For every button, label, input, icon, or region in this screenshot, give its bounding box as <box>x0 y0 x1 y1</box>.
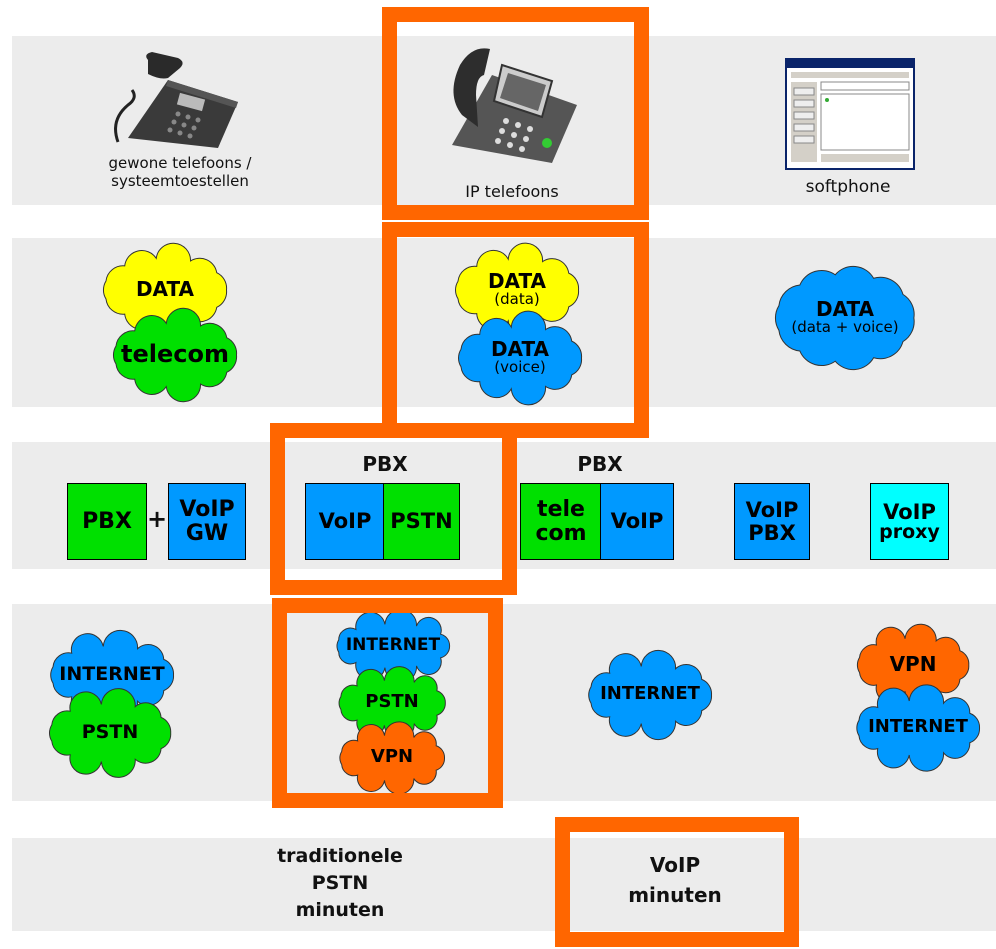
cloud-internet-4-shape <box>856 684 981 772</box>
softphone-window-icon <box>785 58 915 170</box>
traditional-minutes-line1: traditionele <box>277 845 403 867</box>
cloud-internet-2-text-1: INTERNET <box>345 634 441 655</box>
cloud-pstn-2-text-1: PSTN <box>365 691 419 713</box>
cloud-voice-2-shape <box>458 310 583 406</box>
cloud-telecom-1-shape <box>112 307 238 403</box>
cloud-voice-2-text-2: (voice) <box>494 357 546 376</box>
voip-half-b: VoIP <box>600 483 674 560</box>
cloud-telecom-1-label: telecom <box>100 339 250 368</box>
cloud-internet-2-shape <box>336 608 451 684</box>
cloud-pstn-1-text-1: PSTN <box>81 720 139 743</box>
voip-pbx-line2: PBX <box>748 520 796 545</box>
highlight-data-voice-network <box>382 222 649 438</box>
voip-half-a-label: VoIP <box>318 509 372 534</box>
cloud-data-voice-3-text-1: DATA <box>815 296 875 321</box>
traditional-minutes-line3: minuten <box>295 899 385 921</box>
cloud-vpn-2-shape <box>339 721 445 795</box>
cloud-data-voice-3-text-2: (data + voice) <box>791 317 899 336</box>
band-minutes <box>12 838 996 931</box>
cloud-pstn-2-shape <box>338 666 446 740</box>
voip-minutes-label: VoIP minuten <box>575 850 775 910</box>
voip-proxy-box: VoIP proxy <box>870 483 949 560</box>
cloud-pstn-1-shape <box>48 688 172 778</box>
desk-phone-label-line1: gewone telefoons / <box>108 154 252 172</box>
plus-sign: + <box>146 505 168 533</box>
cloud-data-voice-3-shape <box>775 265 915 371</box>
pbx-box-label: PBX <box>82 508 132 534</box>
cloud-internet-4-label: INTERNET <box>843 716 993 738</box>
voip-gw-line2: GW <box>185 520 229 546</box>
cloud-voice-2-label: DATA(voice) <box>445 336 595 376</box>
cloud-internet-4-text-1: INTERNET <box>868 716 968 738</box>
desk-phone-icon <box>114 52 238 148</box>
voip-half-b-label: VoIP <box>610 509 664 534</box>
telecom-half-b: tele com <box>520 483 602 560</box>
desk-phone-label-line2: systeemtoestellen <box>111 172 249 190</box>
cloud-data-1-text-1: DATA <box>135 277 195 301</box>
desk-phone-label: gewone telefoons / systeemtoestellen <box>60 154 300 190</box>
voip-pbx-line1: VoIP <box>745 498 799 523</box>
cloud-pstn-1-label: PSTN <box>36 720 184 743</box>
cloud-vpn-2-label: VPN <box>328 746 456 768</box>
voip-proxy-line2: proxy <box>879 520 940 543</box>
cloud-internet-3-label: INTERNET <box>575 683 725 705</box>
pstn-half-a: PSTN <box>383 483 460 560</box>
telecom-half-b-line2: com <box>535 520 587 546</box>
highlight-carrier-mix <box>272 598 503 808</box>
cloud-telecom-1-text-1: telecom <box>121 339 229 368</box>
cloud-data-2-text-1: DATA <box>487 268 547 293</box>
traditional-minutes-line2: PSTN <box>311 872 369 894</box>
pstn-half-a-label: PSTN <box>390 509 453 534</box>
ip-phone-label: IP telefoons <box>465 182 559 201</box>
cloud-vpn-2-text-1: VPN <box>370 746 414 768</box>
voip-gw-box: VoIP GW <box>168 483 246 560</box>
pbx-title-a: PBX <box>362 452 408 476</box>
cloud-data-2-label: DATA(data) <box>442 268 592 308</box>
voip-minutes-line1: VoIP <box>649 853 701 877</box>
softphone-label: softphone <box>805 177 891 197</box>
cloud-vpn-4-text-1: VPN <box>889 652 937 676</box>
pbx-title-b: PBX <box>577 452 623 476</box>
cloud-pstn-2-label: PSTN <box>327 691 457 713</box>
cloud-voice-2-text-1: DATA <box>490 336 550 361</box>
cloud-data-1-label: DATA <box>90 279 240 300</box>
voip-gw-line1: VoIP <box>179 497 235 523</box>
band-carriers <box>12 604 996 801</box>
cloud-data-voice-3-label: DATA(data + voice) <box>761 296 929 336</box>
voip-pbx-box: VoIP PBX <box>734 483 810 560</box>
cloud-data-2-text-2: (data) <box>494 289 540 308</box>
voip-minutes-line2: minuten <box>628 883 722 907</box>
cloud-internet-1-text-1: INTERNET <box>59 662 165 685</box>
cloud-internet-1-label: INTERNET <box>37 662 187 685</box>
highlight-voip-minutes <box>555 817 799 947</box>
cloud-internet-3-shape <box>588 649 713 741</box>
voip-proxy-line1: VoIP <box>883 499 936 524</box>
highlight-ip-phones <box>382 7 649 220</box>
highlight-voip-pstn-pbx <box>270 423 517 595</box>
voip-half-a: VoIP <box>305 483 385 560</box>
cloud-internet-3-text-1: INTERNET <box>600 683 700 705</box>
ip-phone-icon <box>452 48 577 163</box>
cloud-internet-2-label: INTERNET <box>324 634 462 655</box>
traditional-minutes-label: traditionele PSTN minuten <box>230 843 450 924</box>
telecom-half-b-line1: tele <box>537 497 585 523</box>
cloud-vpn-4-label: VPN <box>845 654 981 675</box>
pbx-box: PBX <box>67 483 147 560</box>
